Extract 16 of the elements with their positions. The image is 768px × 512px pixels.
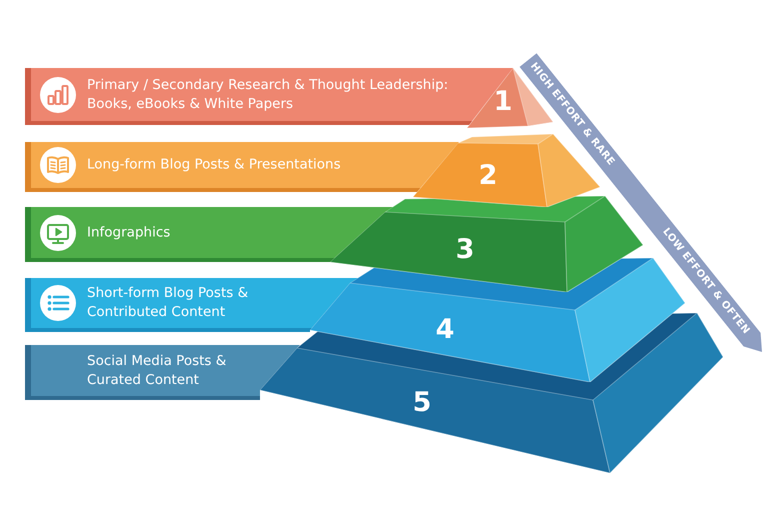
- category-banner: [25, 68, 513, 125]
- category-banner: [25, 278, 358, 332]
- pyramid-tier: [260, 313, 723, 473]
- banner-text: Social Media Posts & Curated Content: [87, 352, 228, 390]
- category-banner: [25, 207, 393, 262]
- tier-number: 3: [456, 235, 474, 265]
- tier-number: 2: [478, 161, 498, 191]
- tier-number: 1: [494, 87, 512, 117]
- tier-number: 5: [412, 388, 432, 418]
- banner-text: Short-form Blog Posts & Contributed Content: [87, 284, 250, 322]
- tier-number: 4: [436, 315, 454, 345]
- banner-text: Long-form Blog Posts & Presentations: [87, 156, 341, 174]
- category-banner: [25, 345, 300, 400]
- banner-text: Infographics: [87, 223, 170, 242]
- category-banner: [25, 142, 459, 192]
- banner-text: Primary / Secondary Research & Thought Leadership: Books, eBooks & White Papers: [87, 76, 450, 114]
